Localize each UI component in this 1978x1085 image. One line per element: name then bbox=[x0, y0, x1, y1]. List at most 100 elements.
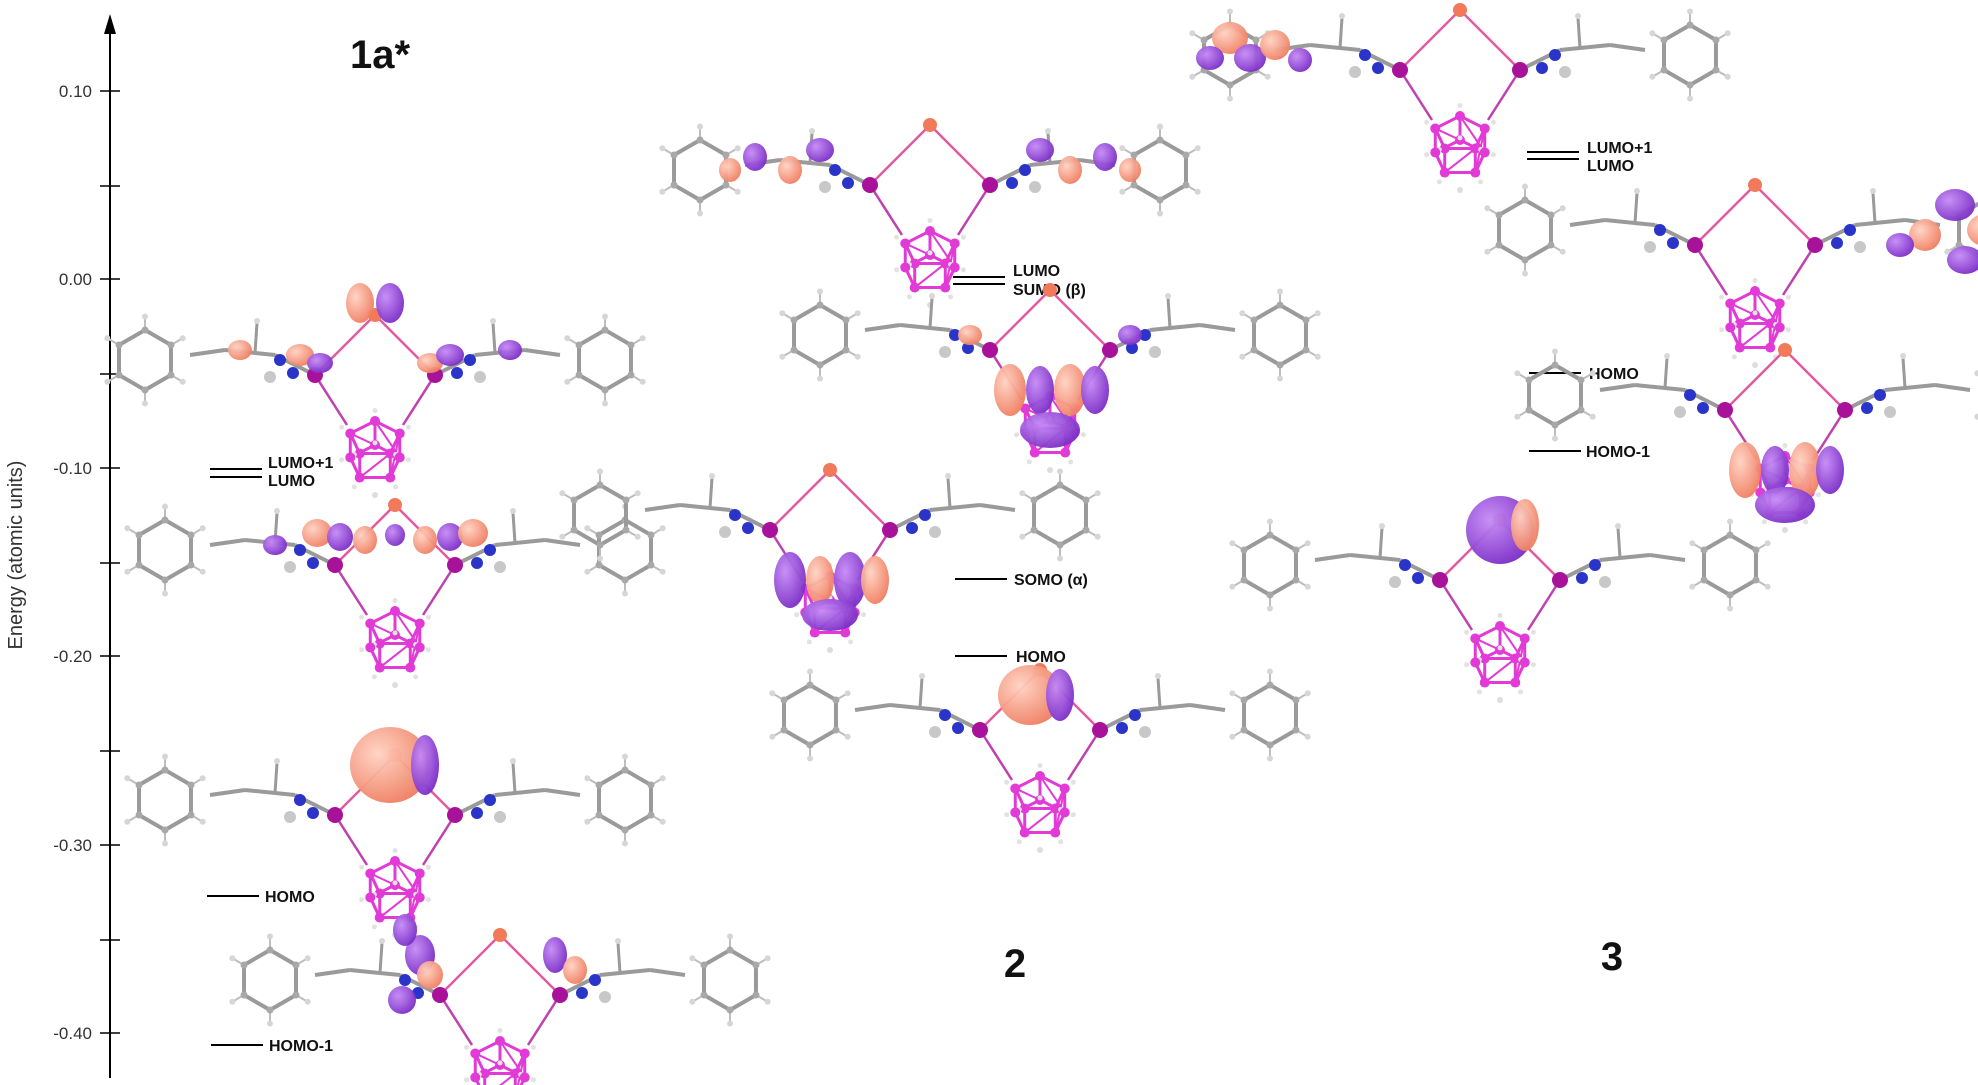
atom bbox=[1478, 179, 1484, 185]
atom bbox=[167, 341, 175, 349]
bond bbox=[1378, 527, 1384, 559]
level-label: LUMO+1 bbox=[1587, 140, 1652, 157]
bond bbox=[1024, 807, 1056, 834]
atom bbox=[1719, 294, 1725, 300]
atom bbox=[1599, 576, 1611, 588]
bond bbox=[623, 518, 653, 537]
orbital-3-lumo1 bbox=[1189, 3, 1731, 193]
bond bbox=[1702, 578, 1732, 597]
atom bbox=[1861, 402, 1873, 414]
orbital-lobe bbox=[861, 556, 889, 604]
bond bbox=[929, 503, 981, 512]
atom bbox=[1844, 224, 1856, 236]
atom bbox=[1510, 653, 1521, 664]
atom bbox=[1250, 316, 1258, 324]
atom bbox=[1764, 540, 1771, 547]
atom bbox=[697, 123, 703, 130]
atom bbox=[1552, 348, 1558, 355]
atom bbox=[923, 118, 937, 132]
atom bbox=[779, 353, 786, 360]
bond bbox=[439, 934, 501, 996]
atom bbox=[405, 424, 411, 430]
atom bbox=[1267, 755, 1273, 762]
bond bbox=[918, 677, 924, 709]
atom bbox=[390, 856, 400, 866]
atom bbox=[354, 448, 365, 459]
axis-arrow-icon bbox=[104, 14, 116, 34]
atom bbox=[1227, 8, 1233, 15]
atom bbox=[1765, 318, 1776, 329]
atom bbox=[1514, 370, 1521, 377]
bond bbox=[1398, 69, 1434, 121]
atom bbox=[1082, 496, 1090, 504]
bond bbox=[378, 942, 384, 974]
atom bbox=[1664, 353, 1670, 359]
bond bbox=[1158, 138, 1188, 157]
atom bbox=[1037, 763, 1043, 768]
atom bbox=[1010, 807, 1021, 818]
orbital-lobe bbox=[327, 523, 353, 551]
bond bbox=[242, 948, 272, 967]
bond bbox=[1754, 184, 1816, 246]
atom bbox=[832, 726, 840, 734]
atom bbox=[394, 452, 405, 463]
atom bbox=[764, 955, 771, 962]
atom bbox=[497, 1060, 503, 1066]
bond bbox=[1559, 43, 1611, 52]
atom bbox=[229, 955, 236, 962]
bond bbox=[1252, 303, 1282, 322]
orbital-lobe bbox=[1020, 412, 1080, 448]
atom bbox=[1010, 783, 1021, 794]
energy-levels-2: LUMO SUMO (β) SOMO (α) HOMO bbox=[953, 263, 1088, 666]
atom bbox=[909, 258, 920, 269]
bond bbox=[946, 477, 952, 509]
atom bbox=[1116, 722, 1128, 734]
bond bbox=[808, 728, 838, 747]
atom bbox=[141, 326, 149, 334]
bond bbox=[869, 124, 931, 186]
atom bbox=[1900, 353, 1906, 359]
atom bbox=[359, 864, 365, 870]
atom bbox=[471, 807, 483, 819]
bond bbox=[544, 538, 581, 547]
bond bbox=[1854, 218, 1906, 227]
atom bbox=[1700, 546, 1708, 554]
atom bbox=[1182, 151, 1190, 159]
bond bbox=[1058, 483, 1088, 502]
atom bbox=[840, 627, 851, 638]
atom bbox=[372, 492, 378, 498]
atom bbox=[470, 1072, 481, 1083]
atom bbox=[584, 568, 591, 575]
atom bbox=[142, 400, 148, 407]
atom bbox=[1194, 145, 1201, 152]
atom bbox=[1266, 591, 1274, 599]
atom bbox=[425, 614, 431, 620]
bond bbox=[1228, 68, 1258, 87]
atom bbox=[1240, 546, 1248, 554]
bond bbox=[989, 289, 1051, 351]
atom bbox=[1130, 151, 1138, 159]
bond bbox=[672, 183, 702, 202]
bond bbox=[599, 968, 651, 977]
atom bbox=[1774, 322, 1785, 333]
atom bbox=[1577, 406, 1585, 414]
atom bbox=[425, 864, 431, 870]
atom bbox=[187, 781, 195, 789]
bond bbox=[438, 994, 474, 1046]
bond bbox=[864, 323, 901, 332]
atom bbox=[392, 598, 398, 603]
bond bbox=[273, 762, 279, 794]
bond bbox=[1728, 533, 1758, 552]
atom bbox=[519, 1072, 530, 1083]
atom bbox=[1020, 403, 1031, 414]
atom bbox=[1525, 376, 1533, 384]
bond bbox=[597, 563, 627, 582]
atom bbox=[1339, 13, 1345, 19]
atom bbox=[982, 342, 998, 358]
atom bbox=[982, 177, 998, 193]
bond bbox=[1609, 43, 1646, 52]
atom bbox=[1536, 62, 1548, 74]
orbital-lobe bbox=[1947, 246, 1978, 274]
atom bbox=[494, 811, 506, 823]
atom bbox=[365, 892, 376, 903]
